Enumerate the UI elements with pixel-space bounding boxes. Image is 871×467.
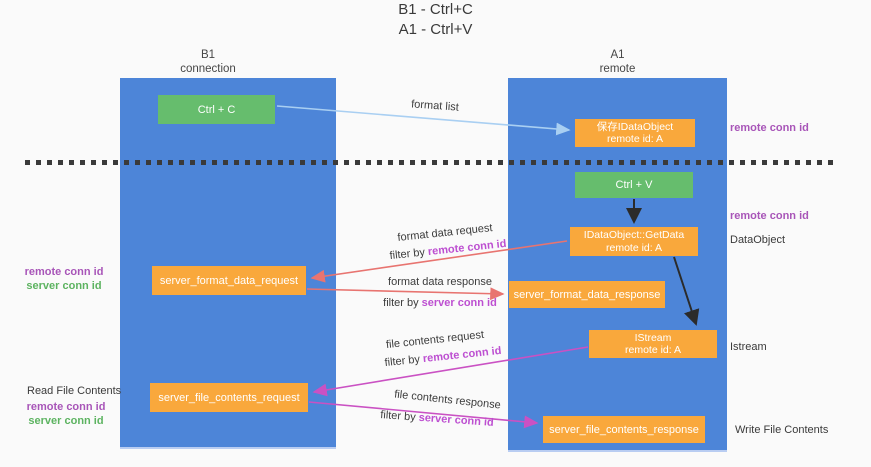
lane-a1-role: remote [599,63,636,75]
node-server-file-contents-response: server_file_contents_response [543,416,705,443]
istream-line2: remote id: A [624,344,682,356]
side-label-write-file-contents: Write File Contents [735,424,829,436]
node-server-format-data-response: server_format_data_response [509,281,665,308]
getdata-line2: remote id: A [605,241,663,254]
side-label-dataobject: DataObject [730,234,786,246]
filter-server-conn-id: server conn id [418,411,495,429]
side-label-remote-conn-id-left1: remote conn id [24,266,104,278]
filter-by-text: filter by [379,409,417,424]
fmt-resp-label: server_format_data_response [513,288,661,301]
filter-remote-conn-id: remote conn id [422,344,502,366]
side-label-read-file-contents: Read File Contents [27,385,122,397]
lane-header-b1: B1 connection [100,48,316,76]
node-ctrl-c: Ctrl + C [158,95,275,124]
lane-b1-name: B1 [200,49,216,61]
side-label-group-file: remote conn id server conn id [16,400,116,428]
filter-server-conn-id: server conn id [421,297,497,309]
edge-label-format-list: format list [410,98,460,114]
store-idataobject-line1: 保存IDataObject [596,120,674,133]
side-label-istream: Istream [730,341,767,353]
node-ctrl-v: Ctrl + V [575,172,693,198]
side-label-server-conn-id-left2: server conn id [28,415,104,427]
node-server-file-contents-request: server_file_contents_request [150,383,308,412]
node-istream: IStream remote id: A [589,330,717,358]
lane-b1-role: connection [180,63,236,75]
filter-remote-conn-id: remote conn id [427,237,507,259]
side-label-group-format: remote conn id server conn id [14,265,114,293]
title-line-1: B1 - Ctrl+C [398,1,473,18]
node-idataobject-getdata: IDataObject::GetData remote id: A [570,227,698,256]
arrow-format-data-response [306,287,505,301]
dashed-separator-line [25,160,833,165]
side-label-remote-conn-id-left2: remote conn id [26,401,106,413]
side-label-remote-conn-id-top: remote conn id [730,122,809,134]
lane-header-a1: A1 remote [508,48,727,76]
filter-by-text: filter by [389,246,426,263]
side-label-server-conn-id-left1: server conn id [26,280,102,292]
title-line-2: A1 - Ctrl+V [398,21,473,38]
node-store-idataobject: 保存IDataObject remote id: A [575,119,695,147]
filter-by-text: filter by [384,353,421,370]
filter-by-text: filter by [383,297,419,309]
edge-label-format-data-response: format data response [388,276,492,288]
fmt-req-label: server_format_data_request [159,274,299,287]
istream-line1: IStream [634,331,672,344]
node-ctrl-c-label: Ctrl + C [197,103,236,116]
diagram-title: B1 - Ctrl+C A1 - Ctrl+V [0,0,871,40]
file-resp-label: server_file_contents_response [549,423,699,436]
node-server-format-data-request: server_format_data_request [152,266,306,295]
edge-label-file-contents-response: file contents response [393,388,502,412]
file-req-label: server_file_contents_request [158,391,300,404]
getdata-line1: IDataObject::GetData [583,229,685,241]
store-idataobject-line2: remote id: A [606,133,664,145]
node-ctrl-v-label: Ctrl + V [615,179,653,191]
side-label-remote-conn-id-mid: remote conn id [730,210,809,222]
lane-a1-name: A1 [610,49,625,61]
